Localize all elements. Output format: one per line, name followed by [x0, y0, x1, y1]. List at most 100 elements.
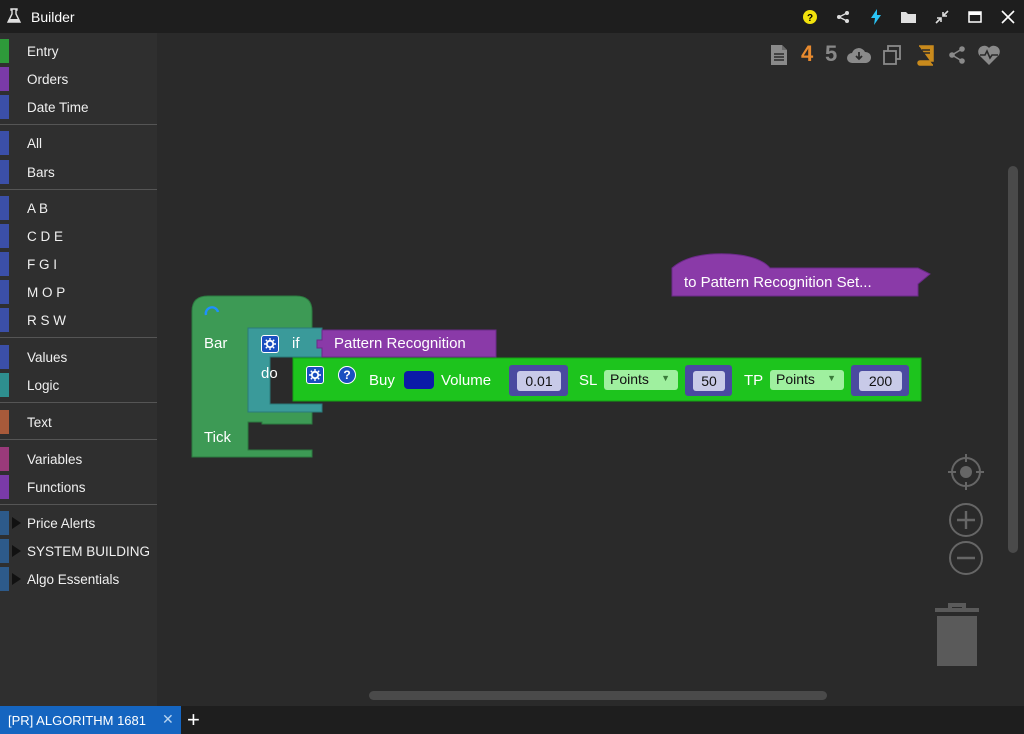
maximize-icon[interactable] [958, 0, 991, 33]
category-label: R S W [27, 312, 66, 328]
pattern-recognition-label[interactable]: Pattern Recognition [334, 335, 466, 352]
divider [0, 124, 157, 125]
volume-value[interactable]: 0.01 [517, 371, 561, 391]
category-bars[interactable]: Bars [0, 158, 157, 186]
flask-icon [6, 8, 22, 23]
heartbeat-icon[interactable] [977, 44, 1001, 66]
tp-field[interactable]: 200 [851, 365, 909, 396]
category-color [0, 160, 9, 184]
category-m-o-p[interactable]: M O P [0, 278, 157, 306]
category-entry[interactable]: Entry [0, 37, 157, 65]
share-icon[interactable] [826, 0, 859, 33]
zoom-out-icon[interactable] [948, 540, 984, 576]
toolbox-sidebar: Entry Orders Date Time All Bars A B C D … [0, 33, 157, 706]
category-date-time[interactable]: Date Time [0, 93, 157, 121]
share-icon[interactable] [947, 45, 967, 65]
category-label: Orders [27, 71, 69, 87]
tab-algorithm[interactable]: [PR] ALGORITHM 1681 ✕ [0, 706, 181, 734]
book-icon[interactable] [914, 44, 936, 66]
tp-unit-dropdown[interactable]: Points ▼ [770, 370, 844, 390]
color-swatch[interactable] [404, 371, 434, 389]
event-block [191, 295, 313, 458]
category-algo-essentials[interactable]: Algo Essentials [0, 565, 157, 593]
category-color [0, 345, 9, 369]
category-logic[interactable]: Logic [0, 371, 157, 399]
category-color [0, 224, 9, 248]
category-label: Algo Essentials [27, 571, 120, 587]
document-icon[interactable] [768, 44, 790, 66]
category-color [0, 95, 9, 119]
category-values[interactable]: Values [0, 343, 157, 371]
sl-unit-dropdown[interactable]: Points ▼ [604, 370, 678, 390]
category-variables[interactable]: Variables [0, 445, 157, 473]
bar-label: Bar [204, 335, 228, 352]
category-price-alerts[interactable]: Price Alerts [0, 509, 157, 537]
sl-label: SL [579, 372, 598, 389]
category-color [0, 280, 9, 304]
settings-gear-icon[interactable] [306, 366, 324, 384]
category-c-d-e[interactable]: C D E [0, 222, 157, 250]
trash-icon[interactable] [932, 602, 982, 668]
category-all[interactable]: All [0, 129, 157, 157]
zoom-in-icon[interactable] [948, 502, 984, 538]
tab-label: [PR] ALGORITHM 1681 [8, 713, 146, 728]
divider [0, 337, 157, 338]
vertical-scrollbar[interactable] [1008, 166, 1018, 553]
lightning-icon[interactable] [859, 0, 892, 33]
category-label: Text [27, 414, 52, 430]
function-def-label[interactable]: to Pattern Recognition Set... [684, 274, 872, 291]
redo-count[interactable]: 5 [825, 41, 838, 66]
category-label: Values [27, 349, 68, 365]
settings-gear-icon[interactable] [261, 335, 279, 353]
tp-label: TP [744, 372, 764, 389]
volume-field[interactable]: 0.01 [509, 365, 568, 396]
tp-value[interactable]: 200 [859, 371, 902, 391]
category-label: A B [27, 200, 49, 216]
sl-field[interactable]: 50 [685, 365, 732, 396]
sl-value[interactable]: 50 [693, 371, 725, 391]
category-r-s-w[interactable]: R S W [0, 306, 157, 334]
tab-close-icon[interactable]: ✕ [162, 711, 174, 727]
category-orders[interactable]: Orders [0, 65, 157, 93]
add-tab-button[interactable]: + [187, 707, 200, 732]
category-color [0, 131, 9, 155]
category-label: Entry [27, 43, 59, 59]
category-color [0, 447, 9, 471]
close-icon[interactable] [991, 0, 1024, 33]
recenter-icon[interactable] [948, 454, 984, 490]
buy-label: Buy [369, 372, 395, 389]
divider [0, 504, 157, 505]
tick-label: Tick [204, 429, 231, 446]
category-label: Logic [27, 377, 60, 393]
help-icon[interactable]: ? [338, 366, 356, 384]
shrink-icon[interactable] [925, 0, 958, 33]
expand-arrow-icon[interactable] [12, 517, 21, 529]
help-icon[interactable]: ? [793, 0, 826, 33]
category-label: Price Alerts [27, 515, 96, 531]
category-system-building[interactable]: SYSTEM BUILDING [0, 537, 157, 565]
category-functions[interactable]: Functions [0, 473, 157, 501]
category-text[interactable]: Text [0, 408, 157, 436]
category-color [0, 567, 9, 591]
category-f-g-i[interactable]: F G I [0, 250, 157, 278]
if-label: if [292, 335, 300, 352]
category-a-b[interactable]: A B [0, 194, 157, 222]
divider [0, 189, 157, 190]
category-color [0, 308, 9, 332]
event-swirl-icon [204, 306, 220, 316]
tab-bar: [PR] ALGORITHM 1681 ✕ + [0, 706, 1024, 734]
category-color [0, 39, 9, 63]
category-label: C D E [27, 228, 64, 244]
cloud-download-icon[interactable] [846, 45, 872, 65]
category-label: F G I [27, 256, 57, 272]
title-bar: Builder ? [0, 0, 1024, 33]
folder-icon[interactable] [892, 0, 925, 33]
condition-block [316, 329, 497, 358]
expand-arrow-icon[interactable] [12, 545, 21, 557]
expand-arrow-icon[interactable] [12, 573, 21, 585]
chevron-down-icon: ▼ [827, 373, 836, 383]
undo-count[interactable]: 4 [801, 41, 814, 66]
copy-icon[interactable] [881, 44, 903, 66]
horizontal-scrollbar[interactable] [369, 691, 827, 700]
svg-text:?: ? [806, 13, 812, 24]
